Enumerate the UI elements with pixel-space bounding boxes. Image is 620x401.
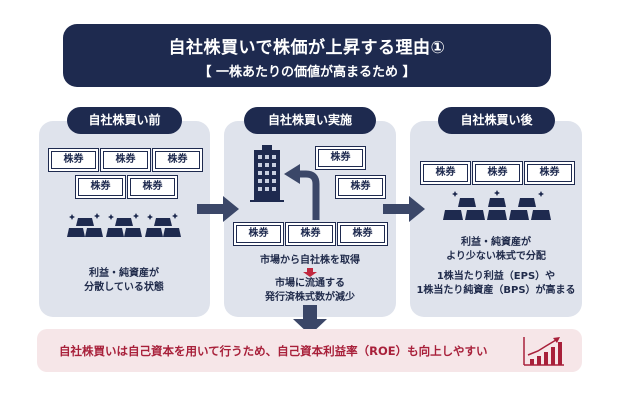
- stock-certificate: 株券: [101, 149, 150, 171]
- stock-certificate: 株券: [316, 147, 365, 169]
- right-arrow-icon: [197, 196, 239, 222]
- label-during: 自社株買い実施: [244, 107, 376, 134]
- gold-bars-icon: [67, 213, 103, 237]
- stock-certificate: 株券: [525, 162, 574, 184]
- title-box: 自社株買いで株価が上昇する理由① 【 一株あたりの価値が高まるため 】: [63, 24, 551, 87]
- right-arrow-icon: [383, 196, 425, 222]
- page-title: 自社株買いで株価が上昇する理由①: [168, 38, 446, 58]
- label-after: 自社株買い後: [438, 107, 555, 134]
- growth-chart-icon: [523, 337, 564, 366]
- page-subtitle: 【 一株あたりの価値が高まるため 】: [198, 65, 416, 80]
- gold-bars-icon: [443, 190, 551, 220]
- buyback-arrow-icon: [284, 164, 320, 220]
- caption-before: 利益・純資産が 分散している状態: [84, 268, 164, 293]
- stock-certificate: 株券: [473, 162, 522, 184]
- caption-after: 利益・純資産が より少ない株式で分配 1株当たり利益（EPS）や 1株当たり純資…: [416, 237, 576, 296]
- gold-bars-icon: [145, 213, 181, 237]
- stock-certificate: 株券: [234, 223, 283, 245]
- stock-certificate: 株券: [421, 162, 470, 184]
- panel-during: [224, 121, 396, 317]
- stock-certificate: 株券: [286, 223, 335, 245]
- roe-banner: 自社株買いは自己資本を用いて行うため、自己資本利益率（ROE）も向上しやすい: [37, 329, 582, 372]
- stock-certificate: 株券: [49, 149, 98, 171]
- stock-certificate: 株券: [76, 176, 125, 198]
- building-icon: [250, 145, 284, 202]
- stock-certificate: 株券: [336, 176, 385, 198]
- banner-text: 自社株買いは自己資本を用いて行うため、自己資本利益率（ROE）も向上しやすい: [59, 344, 488, 358]
- caption-during-2: 市場に流通する 発行済株式数が減少: [265, 278, 355, 303]
- gold-bars-icon: [106, 213, 142, 237]
- caption-during-1: 市場から自社株を取得: [260, 255, 360, 266]
- stock-certificate: 株券: [338, 223, 387, 245]
- stock-certificate: 株券: [128, 176, 177, 198]
- stock-certificate: 株券: [153, 149, 202, 171]
- label-before: 自社株買い前: [67, 107, 182, 134]
- down-arrow-icon: [293, 305, 327, 335]
- down-arrow-icon: [303, 268, 317, 277]
